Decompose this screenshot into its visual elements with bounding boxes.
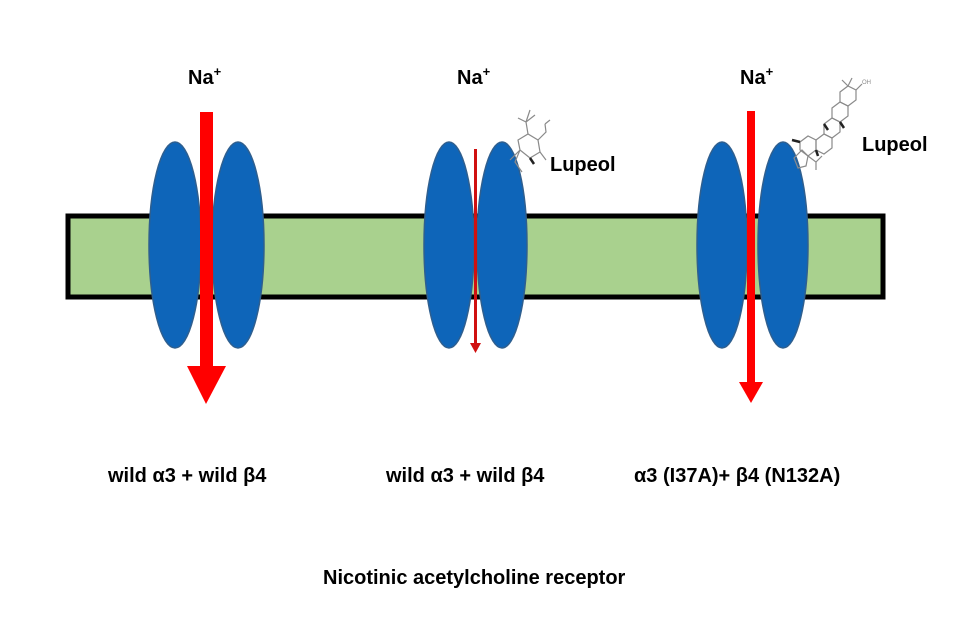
ion-label: Na+: [188, 64, 222, 89]
alpha3-subunit: [148, 141, 202, 349]
ion-flow-arrow-large: [187, 112, 226, 404]
condition-label: wild α3 + wild β4: [385, 465, 545, 487]
ligand-label: Lupeol: [550, 154, 616, 176]
ion-label: Na+: [457, 64, 491, 89]
lupeol-molecule-icon: [509, 109, 551, 173]
diagram-title: Nicotinic acetylcholine receptor: [323, 567, 626, 589]
ion-label: Na+: [740, 64, 774, 89]
channel-2: Na+ Lupeol wild α3 + wild β4: [385, 64, 616, 487]
beta4-subunit: [476, 141, 528, 349]
condition-label: wild α3 + wild β4: [107, 465, 267, 487]
channel-3: Na+ OH Lupeol α3 (I37A)+: [634, 64, 928, 487]
ion-flow-arrow-medium: [739, 111, 763, 403]
ligand-label: Lupeol: [862, 134, 928, 156]
alpha3-subunit: [696, 141, 748, 349]
svg-text:OH: OH: [862, 80, 871, 86]
lupeol-molecule-icon: OH: [791, 77, 871, 170]
beta4-subunit: [211, 141, 265, 349]
channel-1: Na+ wild α3 + wild β4: [107, 64, 267, 487]
condition-label: α3 (I37A)+ β4 (N132A): [634, 465, 840, 487]
beta4-subunit: [757, 141, 809, 349]
ion-flow-arrow-small: [470, 149, 481, 353]
alpha3-subunit: [423, 141, 475, 349]
